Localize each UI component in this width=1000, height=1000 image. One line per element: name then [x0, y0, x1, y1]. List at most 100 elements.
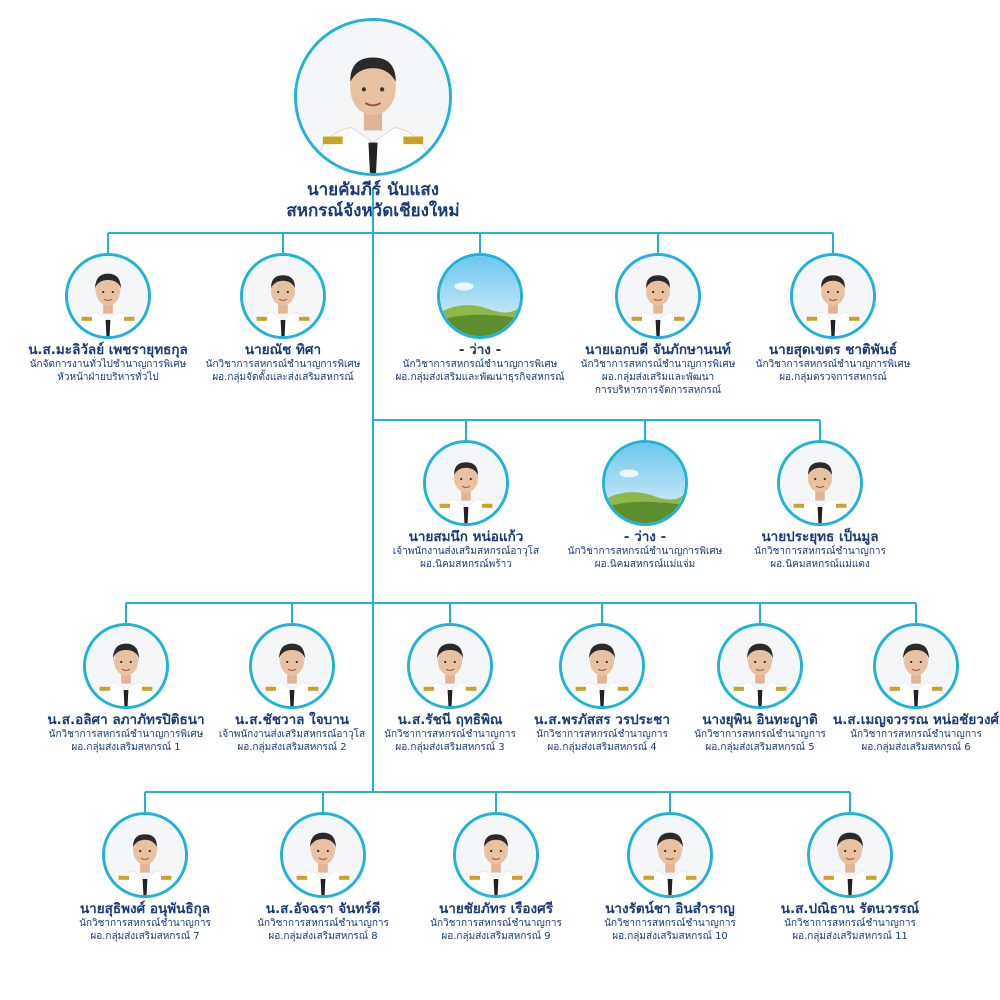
- person-card: นายณัช ทิศานักวิชาการสหกรณ์ชำนาญการพิเศษ…: [163, 253, 403, 384]
- person-name: นายสุธิพงศ์ อนุพันธิกุล: [79, 901, 211, 917]
- person-card: น.ส.อัจฉรา จันทร์ดีนักวิชาการสหกรณ์ชำนาญ…: [203, 812, 443, 943]
- person-card: น.ส.รัชนี ฤทธิพิณนักวิชาการสหกรณ์ชำนาญกา…: [330, 623, 570, 754]
- person-card: น.ส.อลิศา ลภาภัทรปิติธนานักวิชาการสหกรณ์…: [6, 623, 246, 754]
- person-name: - ว่าง -: [623, 529, 667, 545]
- position-line: ผอ.นิคมสหกรณ์พร้าว: [420, 559, 512, 570]
- person-card: - ว่าง -นักวิชาการสหกรณ์ชำนาญการพิเศษผอ.…: [360, 253, 600, 384]
- person-card: น.ส.พรภัสสร วรประชานักวิชาการสหกรณ์ชำนาญ…: [482, 623, 722, 754]
- position-line: ผอ.กลุ่มส่งเสริมสหกรณ์ 8: [268, 931, 378, 942]
- position-line: นักวิชาการสหกรณ์ชำนาญการ: [694, 729, 826, 740]
- person-card: น.ส.ปณิธาน รัตนวรรณ์นักวิชาการสหกรณ์ชำนา…: [730, 812, 970, 943]
- position-line: ผอ.กลุ่มส่งเสริมและพัฒนาธุรกิจสหกรณ์: [395, 372, 565, 383]
- position-line: นักวิชาการสหกรณ์ชำนาญการ: [384, 729, 516, 740]
- person-name: นายณัช ทิศา: [244, 342, 322, 358]
- position-line: เจ้าพนักงานส่งเสริมสหกรณ์อาวุโส: [218, 729, 366, 740]
- person-photo: [873, 623, 959, 709]
- person-name: น.ส.อัจฉรา จันทร์ดี: [265, 901, 381, 917]
- person-card: นายชัยภัทร เรืองศรีนักวิชาการสหกรณ์ชำนาญ…: [376, 812, 616, 943]
- person-name: นายคัมภีร์ นับแสง: [306, 180, 439, 200]
- person-card: น.ส.มะลิวัลย์ เพชรายุทธกุลนักจัดการงานทั…: [0, 253, 228, 384]
- position-line: นักวิชาการสหกรณ์ชำนาญการพิเศษ: [755, 359, 911, 370]
- organization-title: สหกรณ์จังหวัดเชียงใหม่: [286, 201, 460, 221]
- person-card: นางยุพิน อินทะญาตินักวิชาการสหกรณ์ชำนาญก…: [640, 623, 880, 754]
- position-line: ผอ.กลุ่มส่งเสริมสหกรณ์ 2: [237, 742, 347, 753]
- person-photo: [807, 812, 893, 898]
- person-name: นายสุดเขตร ชาติพันธ์: [768, 342, 898, 358]
- person-name: นายเอกบดี จันภักษานนท์: [585, 342, 731, 358]
- person-name: นายประยุทธ เป็นมูล: [761, 529, 879, 545]
- position-line: นักวิชาการสหกรณ์ชำนาญการ: [257, 918, 389, 929]
- person-card: น.ส.ชัชวาล ใจบานเจ้าพนักงานส่งเสริมสหกรณ…: [172, 623, 412, 754]
- head-person-card: นายคัมภีร์ นับแสงสหกรณ์จังหวัดเชียงใหม่: [253, 18, 493, 222]
- person-photo: [777, 440, 863, 526]
- person-card: นายสมนึก หน่อแก้วเจ้าพนักงานส่งเสริมสหกร…: [346, 440, 586, 571]
- position-line: นักวิชาการสหกรณ์ชำนาญการ: [604, 918, 736, 929]
- person-photo: [559, 623, 645, 709]
- position-line: นักวิชาการสหกรณ์ชำนาญการ: [754, 546, 886, 557]
- position-line: ผอ.กลุ่มจัดตั้งและส่งเสริมสหกรณ์: [212, 372, 354, 383]
- position-line: ผอ.กลุ่มส่งเสริมสหกรณ์ 6: [861, 742, 971, 753]
- person-photo: [240, 253, 326, 339]
- position-line: นักวิชาการสหกรณ์ชำนาญการพิเศษ: [580, 359, 736, 370]
- person-name: น.ส.เมญจวรรณ หน่อชัยวงศ์: [832, 712, 999, 728]
- person-photo: [717, 623, 803, 709]
- position-line: นักวิชาการสหกรณ์ชำนาญการพิเศษ: [402, 359, 558, 370]
- person-card: นางรัตน์ชา อินสำราญนักวิชาการสหกรณ์ชำนาญ…: [550, 812, 790, 943]
- person-name: นายสมนึก หน่อแก้ว: [408, 529, 524, 545]
- person-name: นางยุพิน อินทะญาติ: [702, 712, 818, 728]
- person-card: นายสุธิพงศ์ อนุพันธิกุลนักวิชาการสหกรณ์ช…: [25, 812, 265, 943]
- position-line: นักวิชาการสหกรณ์ชำนาญการ: [784, 918, 916, 929]
- person-name: น.ส.รัชนี ฤทธิพิณ: [397, 712, 503, 728]
- person-name: น.ส.ปณิธาน รัตนวรรณ์: [780, 901, 920, 917]
- position-line: หัวหน้าฝ่ายบริหารทั่วไป: [57, 372, 159, 383]
- position-line: นักวิชาการสหกรณ์ชำนาญการ: [430, 918, 562, 929]
- person-photo: [615, 253, 701, 339]
- position-line: ผอ.นิคมสหกรณ์แม่แตง: [770, 559, 870, 570]
- person-card: นายสุดเขตร ชาติพันธ์นักวิชาการสหกรณ์ชำนา…: [713, 253, 953, 384]
- position-line: นักวิชาการสหกรณ์ชำนาญการพิเศษ: [205, 359, 361, 370]
- person-photo: [249, 623, 335, 709]
- person-name: น.ส.ชัชวาล ใจบาน: [234, 712, 350, 728]
- person-name: - ว่าง -: [458, 342, 502, 358]
- person-photo: [790, 253, 876, 339]
- position-line: ผอ.กลุ่มส่งเสริมสหกรณ์ 10: [612, 931, 728, 942]
- person-name: น.ส.พรภัสสร วรประชา: [534, 712, 670, 728]
- position-line: ผอ.กลุ่มส่งเสริมสหกรณ์ 9: [441, 931, 551, 942]
- vacant-photo-placeholder: [437, 253, 523, 339]
- person-photo: [423, 440, 509, 526]
- position-line: การบริหารการจัดการสหกรณ์: [594, 385, 722, 396]
- person-photo: [453, 812, 539, 898]
- vacant-photo-placeholder: [602, 440, 688, 526]
- position-line: ผอ.กลุ่มส่งเสริมสหกรณ์ 11: [792, 931, 908, 942]
- person-card: น.ส.เมญจวรรณ หน่อชัยวงศ์นักวิชาการสหกรณ์…: [796, 623, 1000, 754]
- position-line: ผอ.กลุ่มส่งเสริมสหกรณ์ 3: [395, 742, 505, 753]
- person-card: นายเอกบดี จันภักษานนท์นักวิชาการสหกรณ์ชำ…: [538, 253, 778, 397]
- position-line: ผอ.กลุ่มตรวจการสหกรณ์: [779, 372, 887, 383]
- position-line: นักวิชาการสหกรณ์ชำนาญการ: [850, 729, 982, 740]
- person-photo: [102, 812, 188, 898]
- person-card: นายประยุทธ เป็นมูลนักวิชาการสหกรณ์ชำนาญก…: [700, 440, 940, 571]
- position-line: นักวิชาการสหกรณ์ชำนาญการพิเศษ: [48, 729, 204, 740]
- person-photo: [627, 812, 713, 898]
- person-photo: [65, 253, 151, 339]
- position-line: ผอ.กลุ่มส่งเสริมสหกรณ์ 5: [705, 742, 815, 753]
- position-line: ผอ.กลุ่มส่งเสริมสหกรณ์ 7: [90, 931, 200, 942]
- position-line: นักจัดการงานทั่วไปชำนาญการพิเศษ: [29, 359, 187, 370]
- person-name: น.ส.อลิศา ลภาภัทรปิติธนา: [47, 712, 205, 728]
- person-photo: [83, 623, 169, 709]
- person-name: น.ส.มะลิวัลย์ เพชรายุทธกุล: [28, 342, 188, 358]
- position-line: นักวิชาการสหกรณ์ชำนาญการ: [79, 918, 211, 929]
- position-line: ผอ.กลุ่มส่งเสริมและพัฒนา: [601, 372, 715, 383]
- position-line: นักวิชาการสหกรณ์ชำนาญการ: [536, 729, 668, 740]
- person-photo: [294, 18, 452, 176]
- person-name: นายชัยภัทร เรืองศรี: [439, 901, 553, 917]
- position-line: นักวิชาการสหกรณ์ชำนาญการพิเศษ: [567, 546, 723, 557]
- position-line: เจ้าพนักงานส่งเสริมสหกรณ์อาวุโส: [392, 546, 540, 557]
- position-line: ผอ.กลุ่มส่งเสริมสหกรณ์ 1: [71, 742, 181, 753]
- position-line: ผอ.กลุ่มส่งเสริมสหกรณ์ 4: [547, 742, 657, 753]
- person-card: - ว่าง -นักวิชาการสหกรณ์ชำนาญการพิเศษผอ.…: [525, 440, 765, 571]
- person-name: นางรัตน์ชา อินสำราญ: [605, 901, 735, 917]
- person-photo: [280, 812, 366, 898]
